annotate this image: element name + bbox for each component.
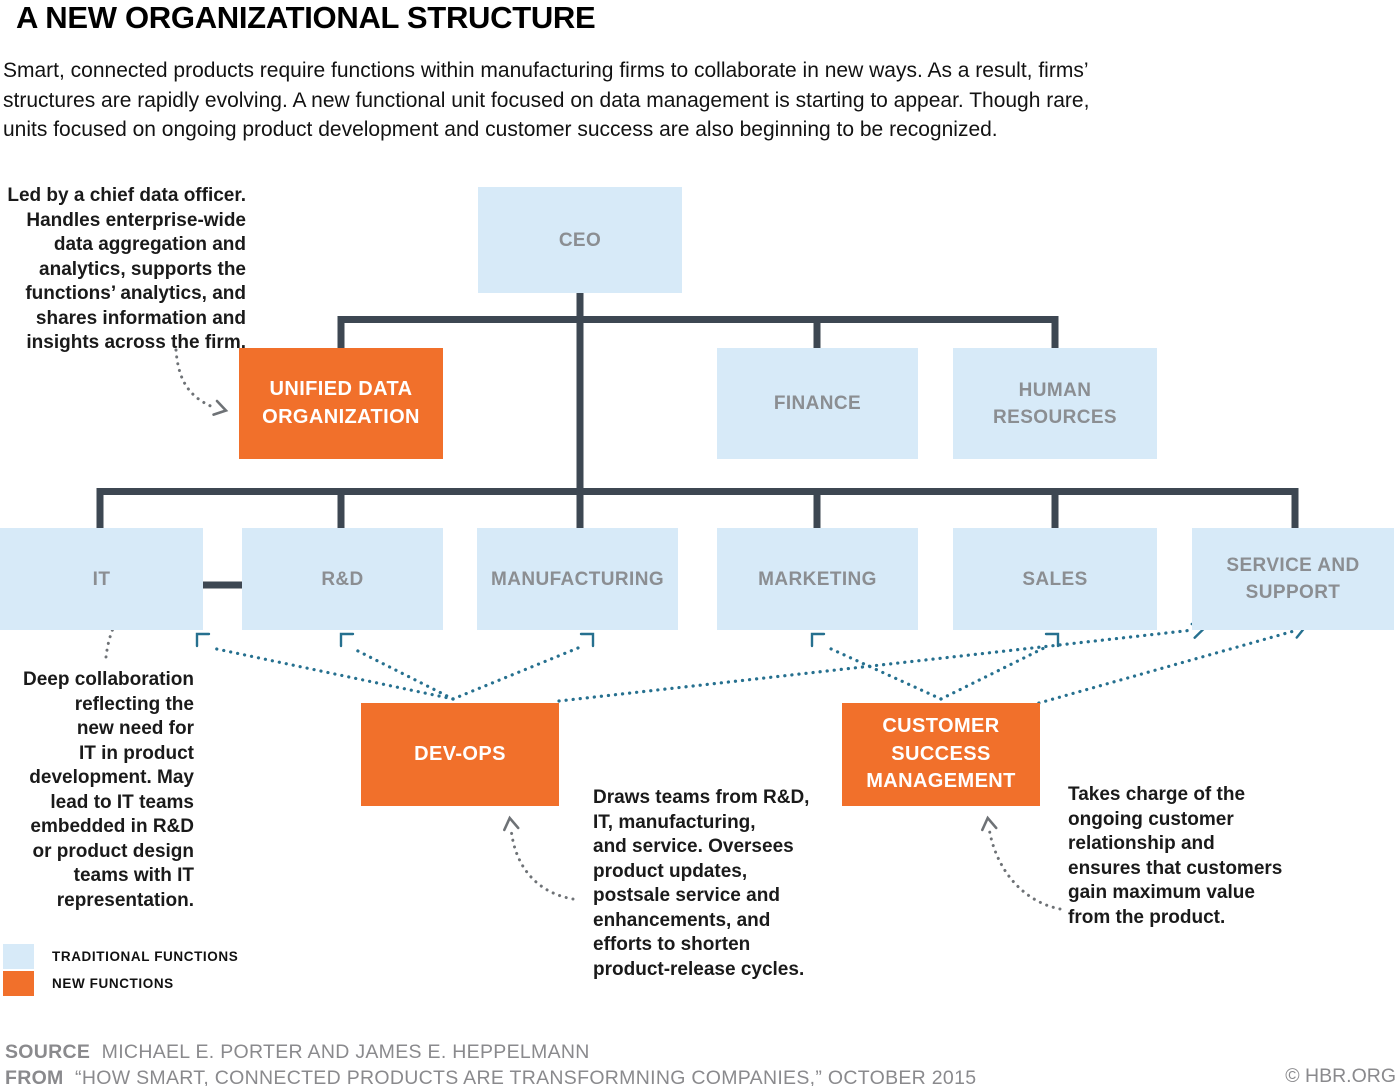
footer: SOURCE MICHAEL E. PORTER AND JAMES E. HE… <box>5 1040 976 1086</box>
chevron-note-udo-icon <box>212 399 229 416</box>
footer-from-text: “HOW SMART, CONNECTED PRODUCTS ARE TRANS… <box>75 1066 977 1086</box>
org-box-ceo: CEO <box>478 187 682 293</box>
chevron-note-devops-icon <box>503 815 520 832</box>
legend-swatch-new <box>3 971 34 996</box>
legend-label-traditional: TRADITIONAL FUNCTIONS <box>52 949 239 964</box>
footer-source-line: SOURCE MICHAEL E. PORTER AND JAMES E. HE… <box>5 1040 976 1066</box>
org-box-customer-success-management: CUSTOMER SUCCESS MANAGEMENT <box>842 703 1040 806</box>
legend-item-traditional: TRADITIONAL FUNCTIONS <box>3 944 238 969</box>
org-box-marketing: MARKETING <box>717 528 918 630</box>
org-box-sales: SALES <box>953 528 1157 630</box>
corner-arrow-manufacturing-icon <box>579 632 595 648</box>
link-devops-it <box>210 646 455 701</box>
legend-swatch-traditional <box>3 944 34 969</box>
link-csm-service <box>1030 629 1296 707</box>
intro-text: Smart, connected products require functi… <box>3 59 1090 141</box>
annotation-devops: Draws teams from R&D, IT, manufacturing,… <box>593 787 810 980</box>
line-level3 <box>96 488 1299 530</box>
corner-arrow-rd-icon <box>339 632 355 648</box>
corner-arrow-sales-icon <box>1044 632 1060 648</box>
annotation-customer-success: Takes charge of the ongoing customer rel… <box>1068 784 1283 928</box>
footer-from-label: FROM <box>5 1066 64 1086</box>
arrow-note-csm <box>987 826 1062 911</box>
org-box-it: IT <box>0 528 203 630</box>
page-title: A NEW ORGANIZATIONAL STRUCTURE <box>16 0 596 35</box>
arrow-note-devops <box>509 826 575 901</box>
link-csm-sales <box>939 646 1046 701</box>
line-level2 <box>337 316 1059 350</box>
org-box-manufacturing: MANUFACTURING <box>477 528 678 630</box>
org-box-finance: FINANCE <box>717 348 918 459</box>
link-devops-manufacturing <box>451 646 580 701</box>
org-box-unified-data-organization: UNIFIED DATA ORGANIZATION <box>239 348 443 459</box>
footer-source-text: MICHAEL E. PORTER AND JAMES E. HEPPELMAN… <box>101 1041 590 1063</box>
footer-copyright: © HBR.ORG <box>1285 1065 1396 1086</box>
annotation-unified-data-organization: Led by a chief data officer. Handles ent… <box>7 185 246 353</box>
org-connector-lines <box>96 290 1299 530</box>
org-box-service-and-support: SERVICE AND SUPPORT <box>1192 528 1394 630</box>
dotted-link-lines <box>210 628 1296 707</box>
arrow-note-udo <box>174 348 215 409</box>
org-box-rd: R&D <box>242 528 443 630</box>
link-devops-service <box>557 628 1195 703</box>
org-box-human-resources: HUMAN RESOURCES <box>953 348 1157 459</box>
link-devops-rd <box>350 646 455 701</box>
chevron-note-csm-icon <box>981 815 998 832</box>
annotation-it-collaboration: Deep collaboration reflecting the new ne… <box>22 669 194 911</box>
corner-arrow-it-icon <box>195 632 211 648</box>
corner-arrow-marketing-icon <box>810 632 826 648</box>
legend-item-new: NEW FUNCTIONS <box>3 971 174 996</box>
footer-source-label: SOURCE <box>5 1041 91 1063</box>
footer-from-line: FROM “HOW SMART, CONNECTED PRODUCTS ARE … <box>5 1066 976 1086</box>
link-csm-marketing <box>827 646 943 701</box>
legend-label-new: NEW FUNCTIONS <box>52 976 174 991</box>
org-box-devops: DEV-OPS <box>361 703 559 806</box>
